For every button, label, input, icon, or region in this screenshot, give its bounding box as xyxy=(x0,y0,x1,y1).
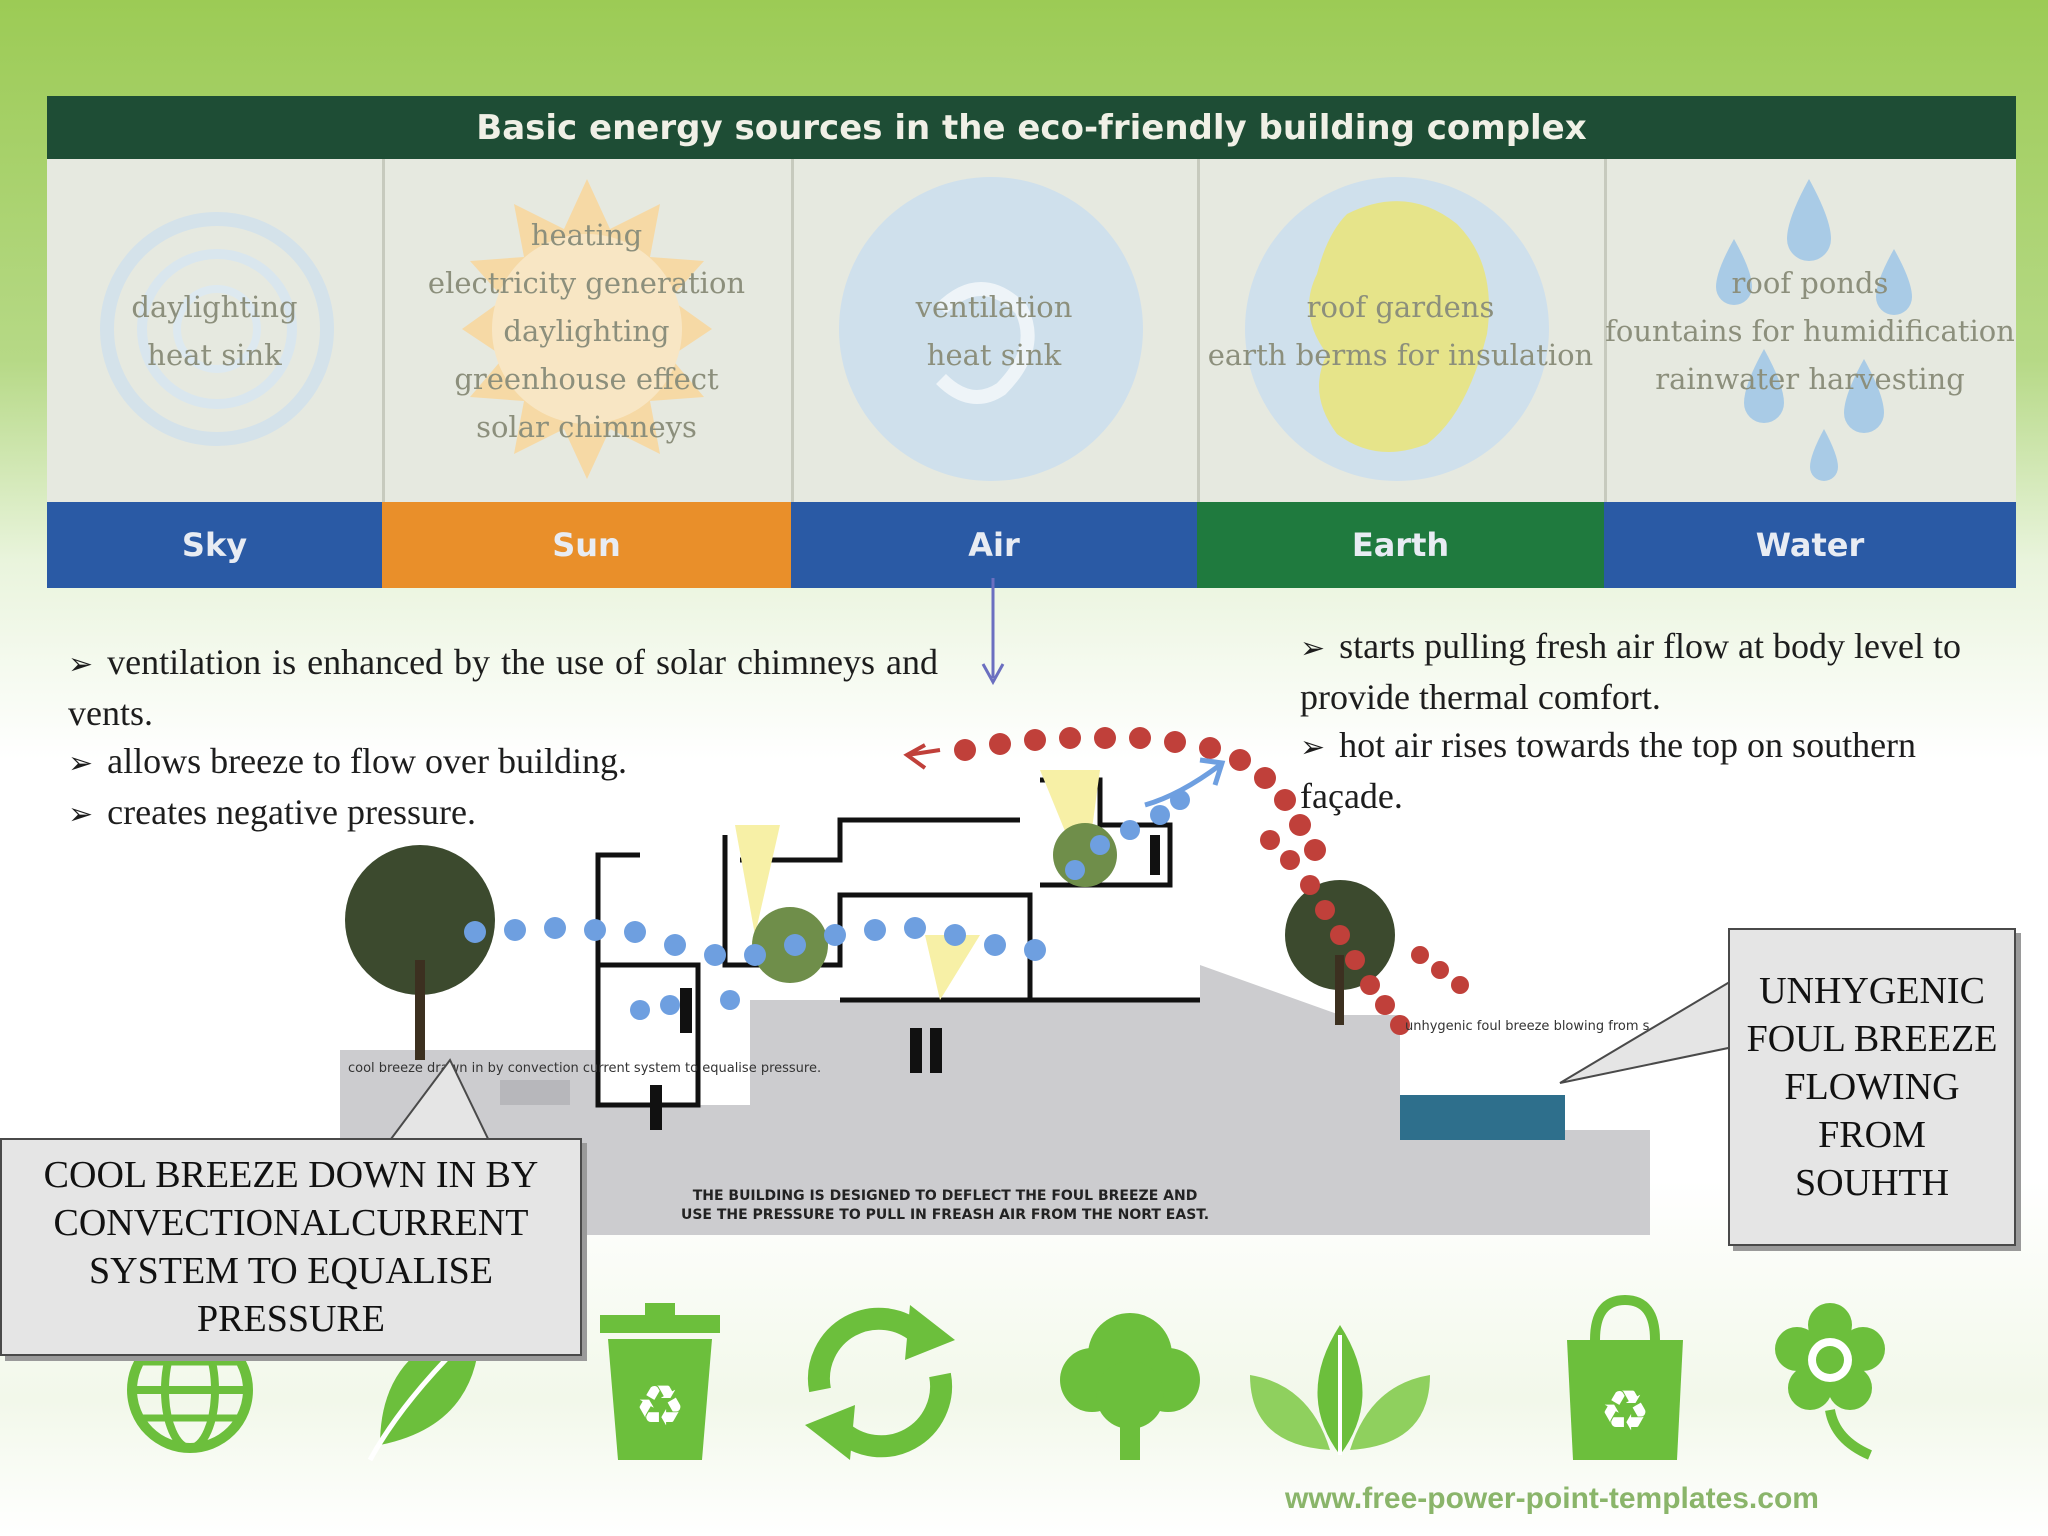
breeze-arrow-icon xyxy=(1144,757,1226,808)
panel-line: heat sink xyxy=(147,337,282,372)
diagram-caption-line1: THE BUILDING IS DESIGNED TO DEFLECT THE … xyxy=(693,1188,1198,1204)
panel-line: roof ponds xyxy=(1731,265,1889,300)
earth-globe-icon xyxy=(1245,177,1549,481)
recycle-bin-icon: ♻ xyxy=(600,1303,720,1460)
leaves-icon xyxy=(1250,1325,1430,1455)
bullet-arrow-icon: ➢ xyxy=(1300,631,1326,666)
panel-sky: daylighting heat sink Sky xyxy=(47,159,385,588)
water-drops-icon xyxy=(1716,179,1912,481)
tree-icon xyxy=(1060,1313,1200,1460)
panel-line: daylighting xyxy=(131,289,298,324)
down-arrow-icon xyxy=(981,578,1005,686)
sun-icon xyxy=(462,179,712,479)
recycle-arrows-icon xyxy=(805,1305,955,1460)
panel-line: solar chimneys xyxy=(476,409,697,444)
foul-breeze-arc xyxy=(903,727,1326,861)
bullet-item: ➢allows breeze to flow over building. xyxy=(68,737,938,788)
panel-footer-sun: Sun xyxy=(382,502,791,588)
callout-right-pointer xyxy=(1559,978,1734,1084)
energy-sources-table: Basic energy sources in the eco-friendly… xyxy=(47,96,2016,588)
swirl-icon xyxy=(100,212,334,446)
air-globe-icon xyxy=(839,177,1143,481)
left-bullet-list: ➢ventilation is enhanced by the use of s… xyxy=(68,638,938,839)
bullet-arrow-icon: ➢ xyxy=(68,647,94,682)
panel-line: ventilation xyxy=(915,289,1073,324)
bullet-item: ➢hot air rises towards the top on southe… xyxy=(1300,725,1917,816)
right-bullet-list: ➢starts pulling fresh air flow at body l… xyxy=(1300,622,2000,820)
bullet-item: ➢starts pulling fresh air flow at body l… xyxy=(1300,626,1962,717)
svg-text:♻: ♻ xyxy=(1600,1379,1650,1444)
panel-footer-air: Air xyxy=(791,502,1197,588)
diagram-label-foul: unhygenic foul breeze blowing from south… xyxy=(1405,1019,1650,1034)
flower-icon xyxy=(1775,1303,1885,1460)
recycle-bag-icon: ♻ xyxy=(1567,1294,1683,1460)
panel-line: rainwater harvesting xyxy=(1655,361,1965,396)
panel-line: heat sink xyxy=(926,337,1062,372)
bullet-arrow-icon: ➢ xyxy=(1300,730,1326,765)
panel-earth: roof gardens earth berms for insulation … xyxy=(1197,159,1607,588)
panel-line: heating xyxy=(530,217,643,252)
bullet-arrow-icon: ➢ xyxy=(68,797,94,832)
panel-line: greenhouse effect xyxy=(454,361,719,396)
panel-footer-sky: Sky xyxy=(47,502,382,588)
panel-footer-earth: Earth xyxy=(1197,502,1604,588)
panel-footer-water: Water xyxy=(1604,502,2016,588)
panel-sun: heating electricity generation daylighti… xyxy=(382,159,794,588)
panel-line: earth berms for insulation xyxy=(1207,337,1594,372)
callout-cool-breeze: COOL BREEZE DOWN IN BY CONVECTIONALCURRE… xyxy=(0,1138,582,1356)
bullet-arrow-icon: ➢ xyxy=(68,746,94,781)
panel-line: roof gardens xyxy=(1306,289,1495,324)
svg-text:♻: ♻ xyxy=(635,1374,685,1439)
website-url: www.free-power-point-templates.com xyxy=(1285,1482,1819,1515)
panel-line: daylighting xyxy=(503,313,670,348)
energy-table-title: Basic energy sources in the eco-friendly… xyxy=(47,96,2016,159)
callout-left-pointer xyxy=(383,1058,494,1148)
diagram-label-cool: cool breeze drawn in by convection curre… xyxy=(348,1061,821,1076)
panel-air: ventilation heat sink Air xyxy=(791,159,1200,588)
panel-line: electricity generation xyxy=(427,265,746,300)
bullet-item: ➢ventilation is enhanced by the use of s… xyxy=(68,642,938,733)
diagram-caption-line2: USE THE PRESSURE TO PULL IN FREASH AIR F… xyxy=(681,1207,1209,1223)
panel-water: roof ponds fountains for humidification … xyxy=(1604,159,2016,588)
callout-foul-breeze: UNHYGENIC FOUL BREEZE FLOWING FROM SOUHT… xyxy=(1728,928,2016,1246)
bullet-item: ➢creates negative pressure. xyxy=(68,788,938,839)
panel-line: fountains for humidification xyxy=(1605,313,2015,348)
